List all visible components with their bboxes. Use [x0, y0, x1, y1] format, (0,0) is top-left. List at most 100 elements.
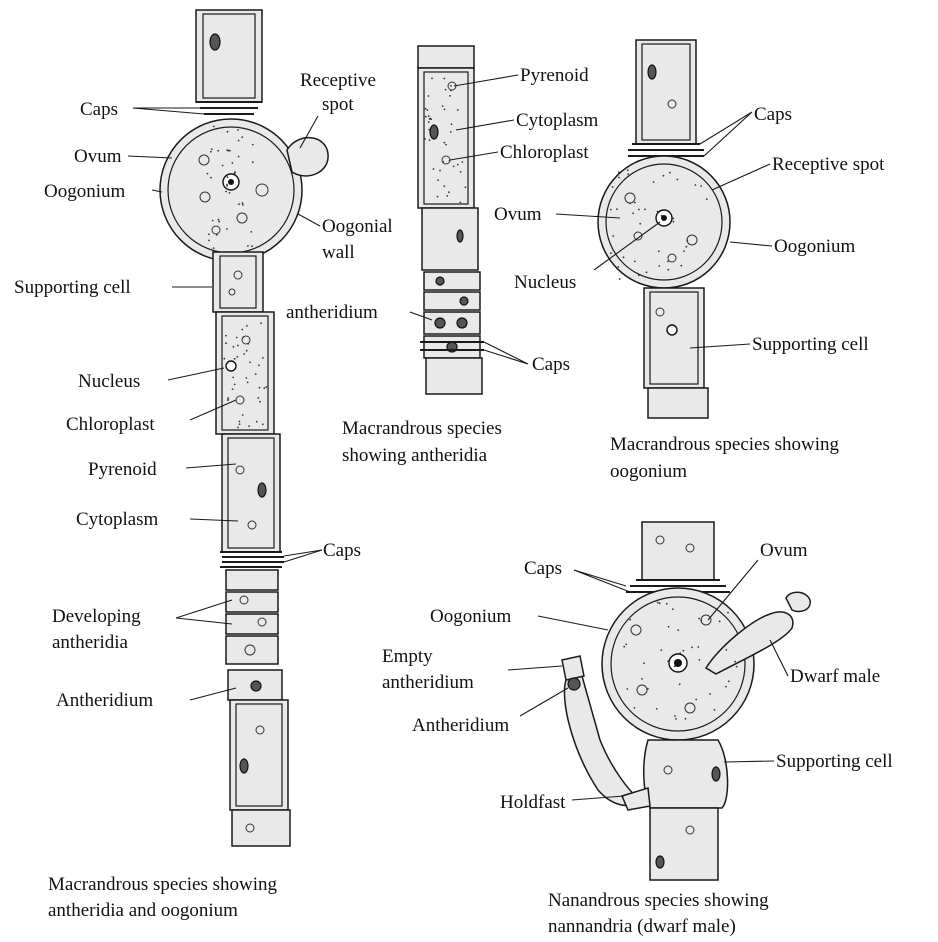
stipple-dot — [246, 350, 248, 352]
stipple-dot — [259, 387, 261, 389]
stipple-dot — [213, 247, 215, 249]
stipple-dot — [638, 209, 640, 211]
stipple-dot — [263, 387, 265, 389]
label-receptive-spot: spot — [322, 94, 354, 115]
stipple-dot — [658, 250, 660, 252]
label-caps: Caps — [323, 540, 361, 561]
stipple-dot — [241, 329, 243, 331]
vegetative-cell — [648, 388, 708, 418]
label-oogonium: Oogonium — [430, 606, 512, 627]
stipple-dot — [256, 421, 258, 423]
stipple-dot — [237, 427, 239, 429]
stipple-dot — [616, 208, 618, 210]
label-antheridium: Antheridium — [412, 715, 509, 736]
label-ovum: Ovum — [494, 204, 542, 225]
stipple-dot — [453, 166, 455, 168]
stipple-dot — [644, 208, 646, 210]
nucleus-mark — [210, 34, 220, 50]
leader-antheridium — [520, 688, 568, 716]
stipple-dot — [428, 115, 430, 117]
stipple-dot — [626, 688, 628, 690]
stipple-dot — [212, 220, 214, 222]
stipple-dot — [241, 136, 243, 138]
stipple-dot — [685, 718, 687, 720]
leader-supporting-cell — [724, 761, 774, 762]
stipple-dot — [639, 223, 641, 225]
leader-caps — [484, 342, 528, 364]
stipple-dot — [236, 337, 238, 339]
dwarf-male-antheridium — [786, 592, 810, 611]
label-caps: Caps — [754, 104, 792, 125]
stipple-dot — [425, 108, 427, 110]
stipple-dot — [677, 179, 679, 181]
label-antheridium: Antheridium — [56, 690, 153, 711]
stipple-dot — [612, 186, 614, 188]
stipple-dot — [227, 397, 229, 399]
stipple-dot — [265, 386, 267, 388]
stipple-dot — [672, 218, 674, 220]
stipple-dot — [223, 358, 225, 360]
label-chloroplast: Chloroplast — [500, 142, 589, 163]
stipple-dot — [227, 176, 229, 178]
label-developing-antheridia: antheridia — [52, 632, 129, 653]
stipple-dot — [449, 160, 451, 162]
caption: Macrandrous species — [342, 418, 502, 439]
leader-caps — [284, 550, 322, 562]
stipple-dot — [225, 191, 227, 193]
stipple-dot — [433, 168, 435, 170]
vegetative-cell — [222, 434, 280, 552]
stipple-dot — [229, 192, 231, 194]
caption: antheridia and oogonium — [48, 900, 238, 921]
leader-ovum — [128, 156, 172, 158]
stipple-dot — [216, 234, 218, 236]
leader-caps — [700, 112, 752, 156]
stipple-dot — [465, 186, 467, 188]
stipple-dot — [242, 202, 244, 204]
label-developing-antheridia: Developing — [52, 606, 141, 627]
stipple-dot — [259, 401, 261, 403]
leader-oogonium — [730, 242, 772, 246]
stipple-dot — [242, 336, 244, 338]
vegetative-cell — [650, 808, 718, 880]
stipple-dot — [610, 209, 612, 211]
receptive-spot — [287, 138, 328, 176]
stipple-dot — [232, 182, 234, 184]
stipple-dot — [247, 245, 249, 247]
caption: oogonium — [610, 461, 687, 482]
stipple-dot — [709, 693, 711, 695]
stipple-dot — [697, 646, 699, 648]
stipple-dot — [234, 384, 236, 386]
stipple-dot — [734, 661, 736, 663]
stipple-dot — [246, 325, 248, 327]
stipple-dot — [641, 678, 643, 680]
stipple-dot — [612, 235, 614, 237]
figure-nanandrous-dwarf-male: Caps Ovum Oogonium Empty antheridium Ant… — [382, 522, 893, 937]
stipple-dot — [457, 109, 459, 111]
leader-dwarf-male — [770, 640, 788, 676]
stipple-dot — [262, 357, 264, 359]
caps-lines — [220, 552, 284, 567]
stipple-dot — [450, 131, 452, 133]
stipple-dot — [638, 274, 640, 276]
stipple-dot — [446, 195, 448, 197]
stipple-dot — [232, 388, 234, 390]
antheridium — [424, 292, 480, 310]
stipple-dot — [691, 647, 693, 649]
stipple-dot — [238, 140, 240, 142]
stipple-dot — [627, 173, 629, 175]
caption: showing antheridia — [342, 445, 488, 466]
stipple-dot — [218, 219, 220, 221]
label-oogonial-wall: Oogonial — [322, 216, 393, 237]
stipple-dot — [714, 709, 716, 711]
stipple-dot — [736, 666, 738, 668]
stipple-dot — [450, 90, 452, 92]
stipple-dot — [634, 202, 636, 204]
stipple-dot — [668, 626, 670, 628]
nucleus-mark — [648, 65, 656, 79]
label-antheridium: antheridium — [286, 302, 378, 323]
stipple-dot — [424, 138, 426, 140]
stipple-dot — [213, 126, 215, 128]
stipple-dot — [226, 184, 228, 186]
stipple-dot — [719, 621, 721, 623]
